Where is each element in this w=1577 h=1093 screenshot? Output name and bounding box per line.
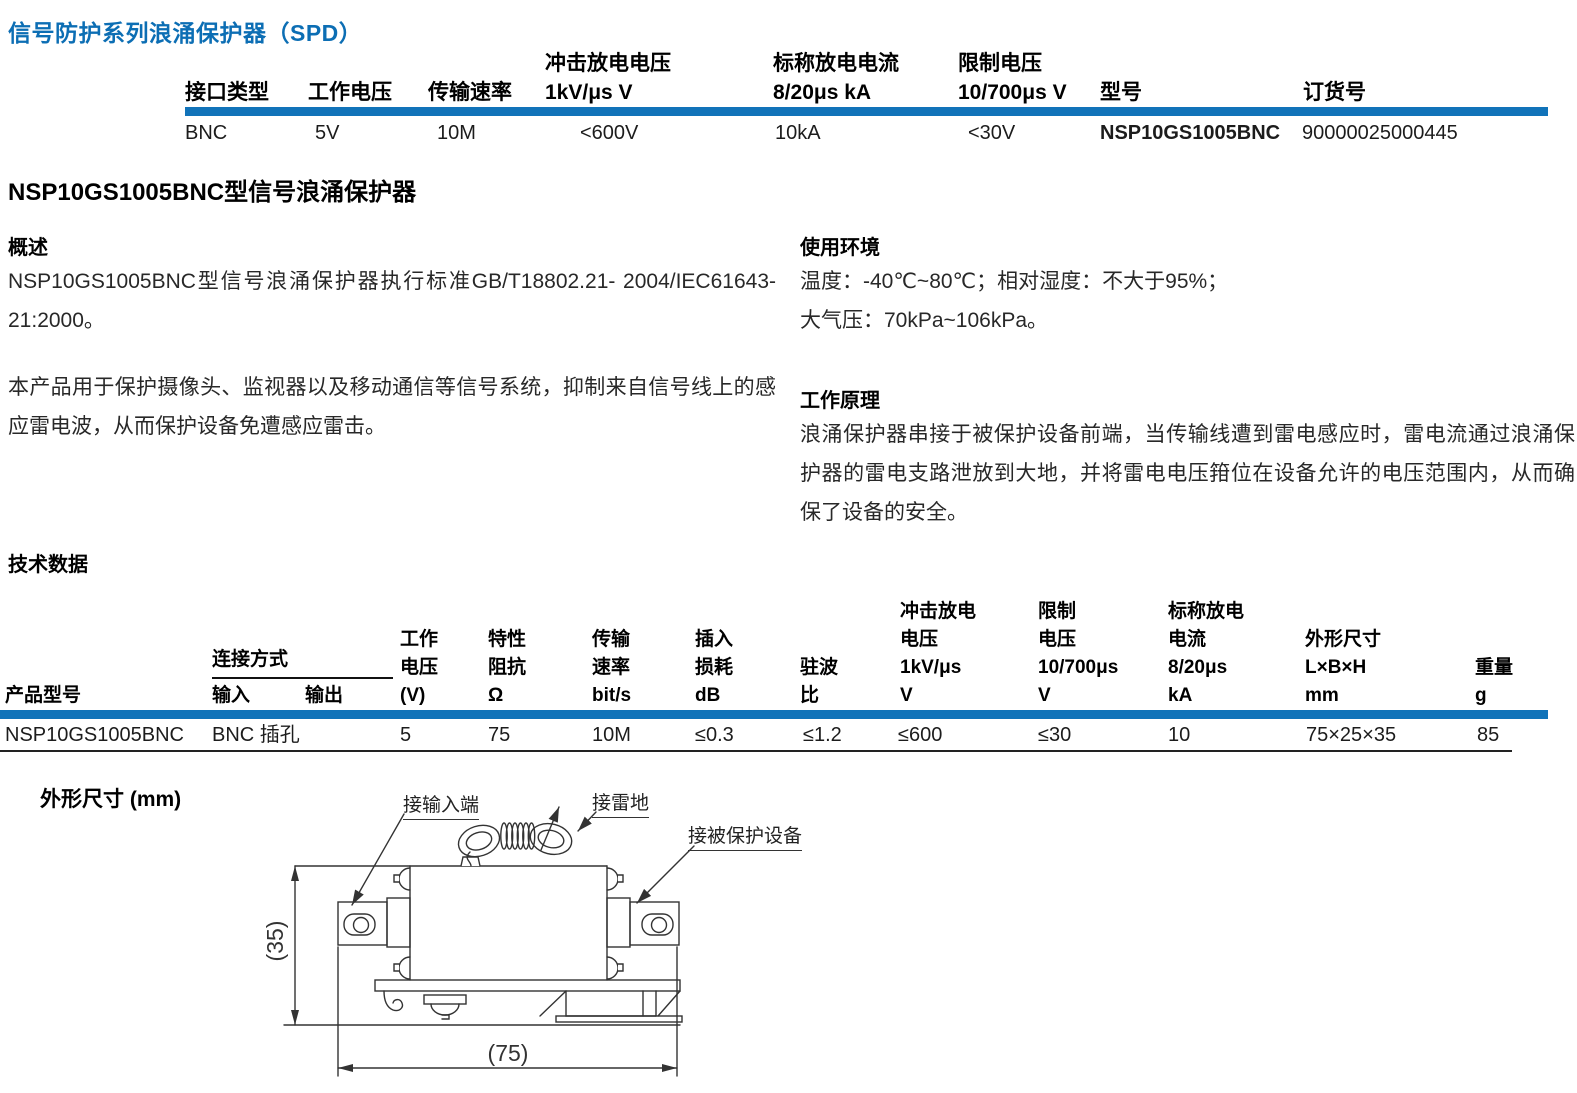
din-rail-base (283, 979, 683, 1026)
overview-para-2: 本产品用于保护摄像头、监视器以及移动通信等信号系统，抑制来自信号线上的感应雷电波… (8, 376, 776, 438)
outline-drawing (283, 806, 695, 1077)
tech-table-row: NSP10GS1005BNC BNC 插孔 5 75 10M ≤0.3 ≤1.2… (0, 720, 1577, 750)
environment-line-1: 温度：-40℃~80℃；相对湿度：不大于95%； (800, 270, 1229, 293)
tech-value-nominal: 10 (1168, 724, 1191, 746)
tech-sub-output: 输出 (305, 685, 344, 706)
environment-heading: 使用环境 (800, 237, 880, 259)
tech-table-rule (0, 710, 1548, 719)
spec-value-impulse: <600V (580, 122, 639, 144)
spec-table-rule (185, 107, 1548, 116)
tech-col-model: 产品型号 (5, 685, 82, 706)
spec-col-limit: 限制电压 10/700μs V (958, 52, 1067, 104)
spec-col-impulse: 冲击放电电压 1kV/μs V (545, 52, 671, 104)
tech-data-heading: 技术数据 (8, 554, 88, 576)
ground-wire-coil (457, 806, 573, 867)
label-lightning-ground: 接雷地 (592, 788, 650, 818)
tech-value-loss: ≤0.3 (695, 724, 734, 746)
spec-col-voltage: 工作电压 (308, 81, 392, 104)
spec-table-row: BNC 5V 10M <600V 10kA <30V NSP10GS1005BN… (0, 116, 1577, 150)
dimension-width-text: (75) (487, 1040, 529, 1066)
tech-table-bottom-rule (0, 750, 1512, 752)
spec-value-order: 90000025000445 (1302, 122, 1458, 144)
overview-para-1: NSP10GS1005BNC型信号浪涌保护器执行标准GB/T18802.21- … (8, 270, 776, 332)
tech-value-impedance: 75 (488, 724, 511, 746)
spec-col-rate: 传输速率 (428, 81, 512, 104)
spec-value-interface: BNC (185, 122, 228, 144)
tech-value-vswr: ≤1.2 (803, 724, 842, 746)
output-connector (606, 897, 680, 948)
tech-value-model: NSP10GS1005BNC (5, 724, 184, 746)
environment-text: 温度：-40℃~80℃；相对湿度：不大于95%； 大气压：70kPa~106kP… (800, 262, 1575, 340)
leader-arrows (351, 811, 695, 906)
principle-para: 浪涌保护器串接于被保护设备前端，当传输线遭到雷电感应时，雷电流通过浪涌保护器的雷… (800, 423, 1575, 524)
dimension-lines (291, 865, 678, 1077)
spec-value-rate: 10M (437, 122, 476, 144)
spec-value-model: NSP10GS1005BNC (1100, 122, 1281, 144)
spec-value-nominal: 10kA (775, 122, 821, 144)
spec-value-voltage: 5V (315, 122, 340, 144)
product-heading: NSP10GS1005BNC型信号浪涌保护器 (8, 179, 417, 206)
tech-value-weight: 85 (1477, 724, 1500, 746)
spec-table-header: 接口类型 工作电压 传输速率 冲击放电电压 1kV/μs V 标称放电电流 8/… (0, 48, 1577, 107)
environment-line-2: 大气压：70kPa~106kPa。 (800, 309, 1049, 332)
spec-col-nominal: 标称放电电流 8/20μs kA (773, 52, 899, 104)
spec-col-interface: 接口类型 (185, 81, 269, 104)
label-input-terminal: 接输入端 (403, 790, 480, 820)
tech-sub-input: 输入 (212, 685, 251, 706)
tech-value-voltage: 5 (400, 724, 412, 746)
tech-value-size: 75×25×35 (1306, 724, 1397, 746)
dimensions-heading: 外形尺寸 (mm) (40, 788, 182, 811)
page-title: 信号防护系列浪涌保护器（SPD） (8, 20, 363, 46)
spec-col-order: 订货号 (1303, 81, 1366, 104)
tech-col-connection: 连接方式 输入输出 (212, 646, 393, 710)
principle-heading: 工作原理 (800, 390, 880, 412)
tech-col-voltage: 工作电压(V) (400, 629, 439, 706)
tech-value-rate: 10M (592, 724, 631, 746)
label-protected-device: 接被保护设备 (688, 821, 803, 851)
tech-value-limit: ≤30 (1038, 724, 1072, 746)
spec-value-limit: <30V (968, 122, 1016, 144)
spec-col-model: 型号 (1100, 81, 1142, 104)
overview-heading: 概述 (8, 237, 48, 259)
tech-value-impulse: ≤600 (898, 724, 943, 746)
input-connector (337, 897, 411, 948)
device-body (294, 856, 624, 981)
tech-col-vswr: 驻波比 (800, 657, 839, 706)
tech-value-connection: BNC 插孔 (212, 724, 300, 746)
